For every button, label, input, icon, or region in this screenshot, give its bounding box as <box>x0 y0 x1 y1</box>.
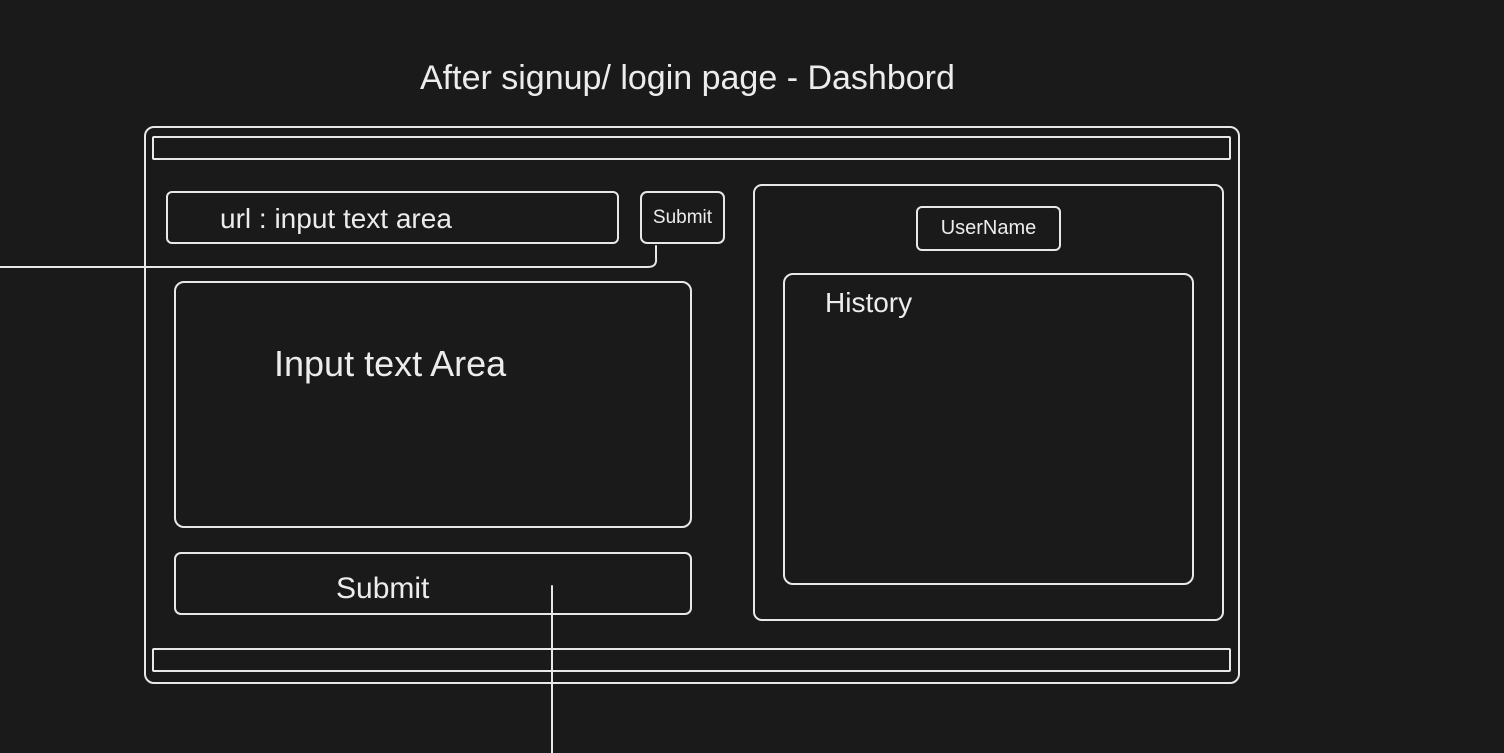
dashboard-window-frame <box>144 126 1240 684</box>
history-title: History <box>825 287 913 318</box>
username-button[interactable]: UserName <box>916 206 1061 251</box>
footer-bar <box>152 648 1231 672</box>
history-panel[interactable]: History <box>783 273 1194 585</box>
url-submit-button[interactable]: Submit <box>640 191 725 244</box>
url-input-field[interactable]: url : input text area <box>166 191 619 244</box>
main-submit-button[interactable]: Submit <box>174 552 692 615</box>
sidebar-panel <box>753 184 1224 621</box>
input-text-area[interactable]: Input text Area <box>174 281 692 528</box>
input-text-area-label: Input text Area <box>274 343 507 384</box>
header-bar <box>152 136 1231 160</box>
page-title: After signup/ login page - Dashbord <box>420 59 955 97</box>
url-input-label: url : input text area <box>220 203 452 234</box>
